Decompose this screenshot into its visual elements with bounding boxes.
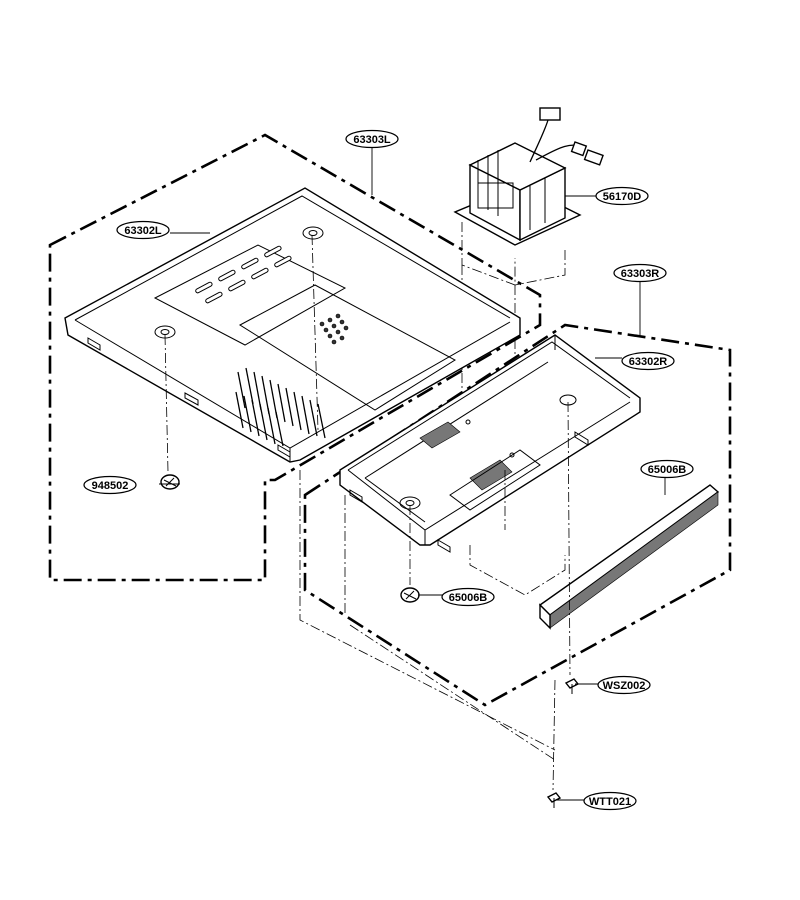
part-label-oval [640, 459, 694, 479]
part-label-oval [583, 791, 637, 811]
part-label-948502: 948502 [83, 475, 137, 495]
gasket-strip-icon [538, 484, 720, 630]
right-tray-perforation [419, 421, 513, 491]
part-label-oval [595, 186, 649, 206]
leader-lines [159, 148, 666, 801]
part-label-text: 65006B [449, 592, 488, 604]
screw-icon [564, 678, 580, 694]
part-label-63302l: 63302L [116, 220, 170, 240]
part-label-oval [597, 675, 651, 695]
part-label-text: 65006B [648, 464, 687, 476]
part-label-oval [613, 263, 667, 283]
part-label-63303r: 63303R [613, 263, 667, 283]
part-label-oval [83, 475, 137, 495]
foot-icon [400, 587, 420, 603]
projection-lines [164, 234, 571, 791]
right-assembly-boundary [303, 323, 732, 707]
screw-icon [546, 792, 562, 808]
left-tray-perforation [319, 313, 349, 345]
part-label-63302r: 63302R [621, 351, 675, 371]
left-assembly-boundary [48, 133, 542, 582]
part-label-text: 63302R [629, 356, 668, 368]
right-tray-part [339, 334, 641, 553]
left-tray-vent-slots [195, 245, 292, 304]
part-label-text: 63302L [124, 225, 162, 237]
part-label-text: 56170D [603, 191, 642, 203]
part-label-text: WTT021 [589, 796, 631, 808]
part-label-oval [621, 351, 675, 371]
part-label-oval [116, 220, 170, 240]
part-label-65006b: 65006B [640, 459, 694, 479]
transformer-icon [453, 107, 604, 246]
left-tray-louvres [235, 367, 326, 447]
part-label-text: 63303L [353, 134, 391, 146]
left-tray-part [64, 187, 521, 463]
part-label-text: 948502 [92, 480, 129, 492]
part-label-wtt021: WTT021 [583, 791, 637, 811]
part-label-text: 63303R [621, 268, 660, 280]
part-label-text: WSZ002 [603, 680, 646, 692]
part-label-oval [441, 587, 495, 607]
part-label-56170d: 56170D [595, 186, 649, 206]
part-label-63303l: 63303L [345, 129, 399, 149]
foot-icon [160, 474, 180, 490]
part-label-65006b: 65006B [441, 587, 495, 607]
part-label-oval [345, 129, 399, 149]
part-label-wsz002: WSZ002 [597, 675, 651, 695]
part-labels: 63303L 63302L 56170D 63303R 63302R 65006B 9485… [83, 129, 694, 811]
